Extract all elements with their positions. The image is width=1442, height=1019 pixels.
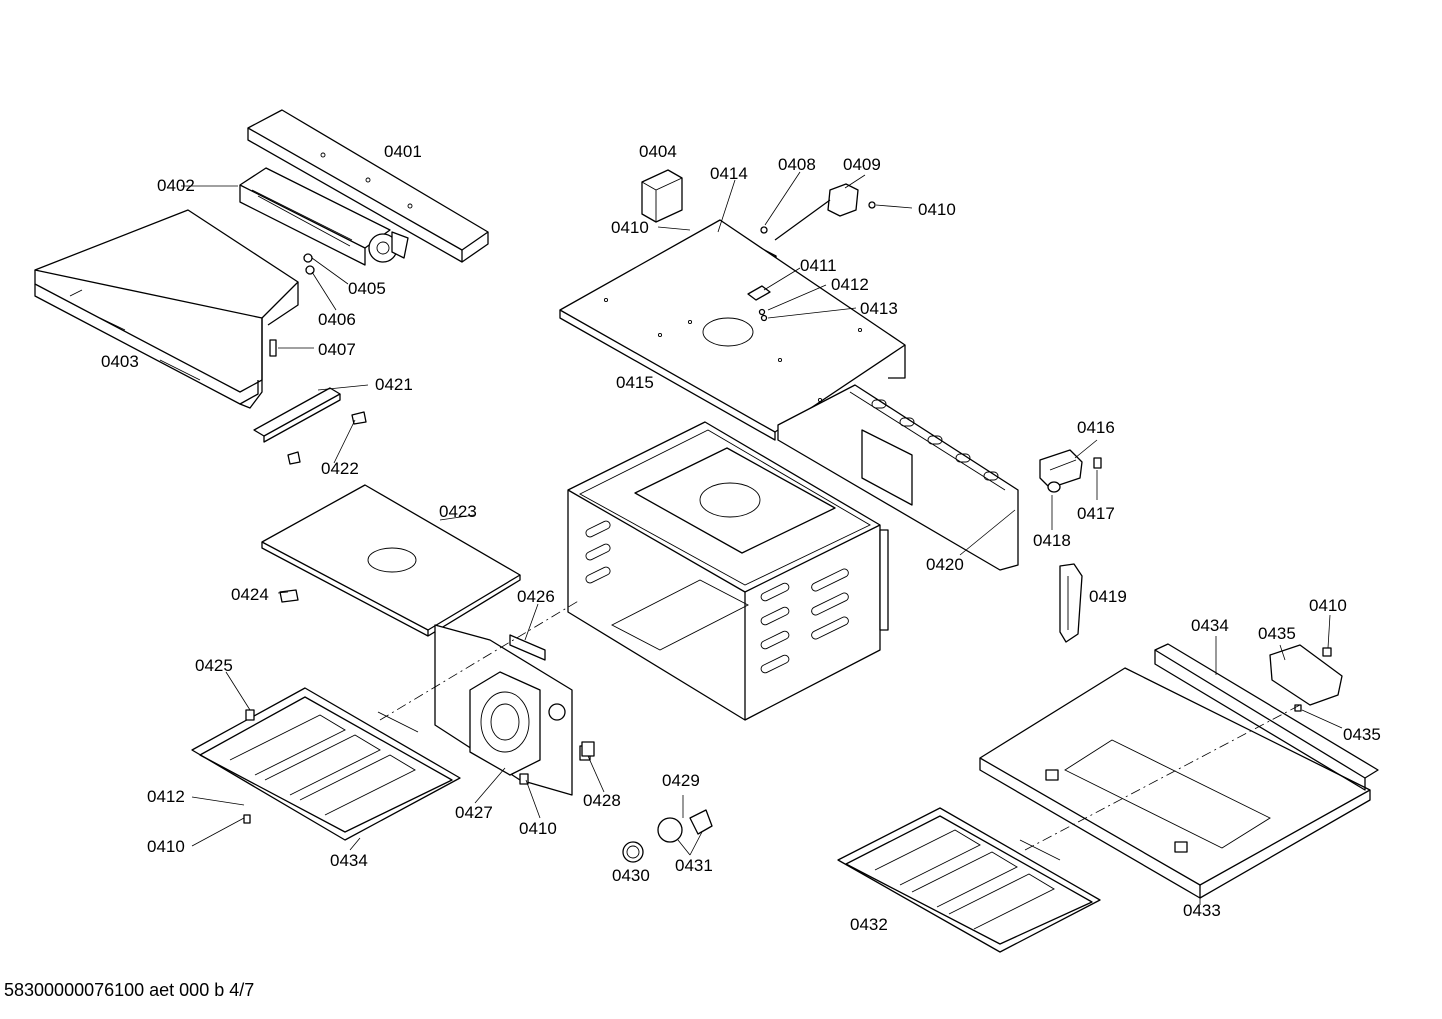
part-0432-heater	[837, 807, 1101, 953]
label-0423: 0423	[439, 502, 477, 521]
label-0421: 0421	[375, 375, 413, 394]
part-0420-side-panel	[777, 384, 1019, 571]
part-0435-bracket	[1269, 644, 1343, 712]
label-0412-a: 0412	[831, 275, 869, 294]
label-0410-a: 0410	[918, 200, 956, 219]
label-0434-b: 0434	[1191, 616, 1229, 635]
label-0410-d: 0410	[519, 819, 557, 838]
part-0422-clip	[287, 411, 367, 465]
label-0434-a: 0434	[330, 851, 368, 870]
label-0410-b: 0410	[611, 218, 649, 237]
part-0427-rear-wall-fan	[434, 624, 591, 796]
label-0403: 0403	[101, 352, 139, 371]
part-0421-bracket	[253, 387, 341, 443]
oven-cavity	[567, 421, 889, 721]
label-0426: 0426	[517, 587, 555, 606]
part-0402-cooling-fan	[239, 167, 409, 266]
part-0404-transformer	[641, 169, 683, 223]
part-0401-top-rail	[247, 109, 489, 263]
label-0416: 0416	[1077, 418, 1115, 437]
part-0434-bottom-heater	[191, 687, 461, 841]
label-0417: 0417	[1077, 504, 1115, 523]
label-0420: 0420	[926, 555, 964, 574]
part-0428-connector	[581, 741, 595, 757]
leader-lines	[181, 171, 1343, 905]
label-0432: 0432	[850, 915, 888, 934]
label-0410-c: 0410	[1309, 596, 1347, 615]
label-0428: 0428	[583, 791, 621, 810]
label-0409: 0409	[843, 155, 881, 174]
part-0419-bracket	[1059, 563, 1083, 643]
label-0422: 0422	[321, 459, 359, 478]
label-0425: 0425	[195, 656, 233, 675]
part-0429-0431-lamp	[622, 809, 713, 863]
label-0419: 0419	[1089, 587, 1127, 606]
label-0410-e: 0410	[147, 837, 185, 856]
label-0415: 0415	[616, 373, 654, 392]
label-0406: 0406	[318, 310, 356, 329]
part-0433-bottom-tray	[979, 667, 1371, 899]
label-0411: 0411	[800, 256, 837, 275]
drawing-id: 58300000076100 aet 000 b 4/7	[4, 980, 255, 1000]
label-0408: 0408	[778, 155, 816, 174]
label-0407: 0407	[318, 340, 356, 359]
label-0433: 0433	[1183, 901, 1221, 920]
label-0435-a: 0435	[1258, 624, 1296, 643]
part-0423-bottom-plate	[261, 484, 521, 637]
label-0435-b: 0435	[1343, 725, 1381, 744]
label-0430: 0430	[612, 866, 650, 885]
label-0418: 0418	[1033, 531, 1071, 550]
part-0416-terminal-block	[1039, 449, 1083, 489]
label-0412-b: 0412	[147, 787, 185, 806]
part-0409-thermostat	[760, 183, 876, 241]
part-0415-top-plate	[559, 219, 906, 441]
label-0401: 0401	[384, 142, 422, 161]
part-labels: 0401 0402 0403 0404 0405 0406 0407 0408 …	[101, 142, 1381, 934]
label-0414: 0414	[710, 164, 748, 183]
label-0427: 0427	[455, 803, 493, 822]
label-0424: 0424	[231, 585, 269, 604]
label-0404: 0404	[639, 142, 677, 161]
label-0413: 0413	[860, 299, 898, 318]
part-0403-cover-plate	[34, 209, 299, 409]
label-0402: 0402	[157, 176, 195, 195]
part-0434-rail	[1154, 643, 1379, 791]
part-0417-0418-fasteners	[1047, 457, 1102, 493]
label-0405: 0405	[348, 279, 386, 298]
label-0431: 0431	[675, 856, 713, 875]
label-0429: 0429	[662, 771, 700, 790]
